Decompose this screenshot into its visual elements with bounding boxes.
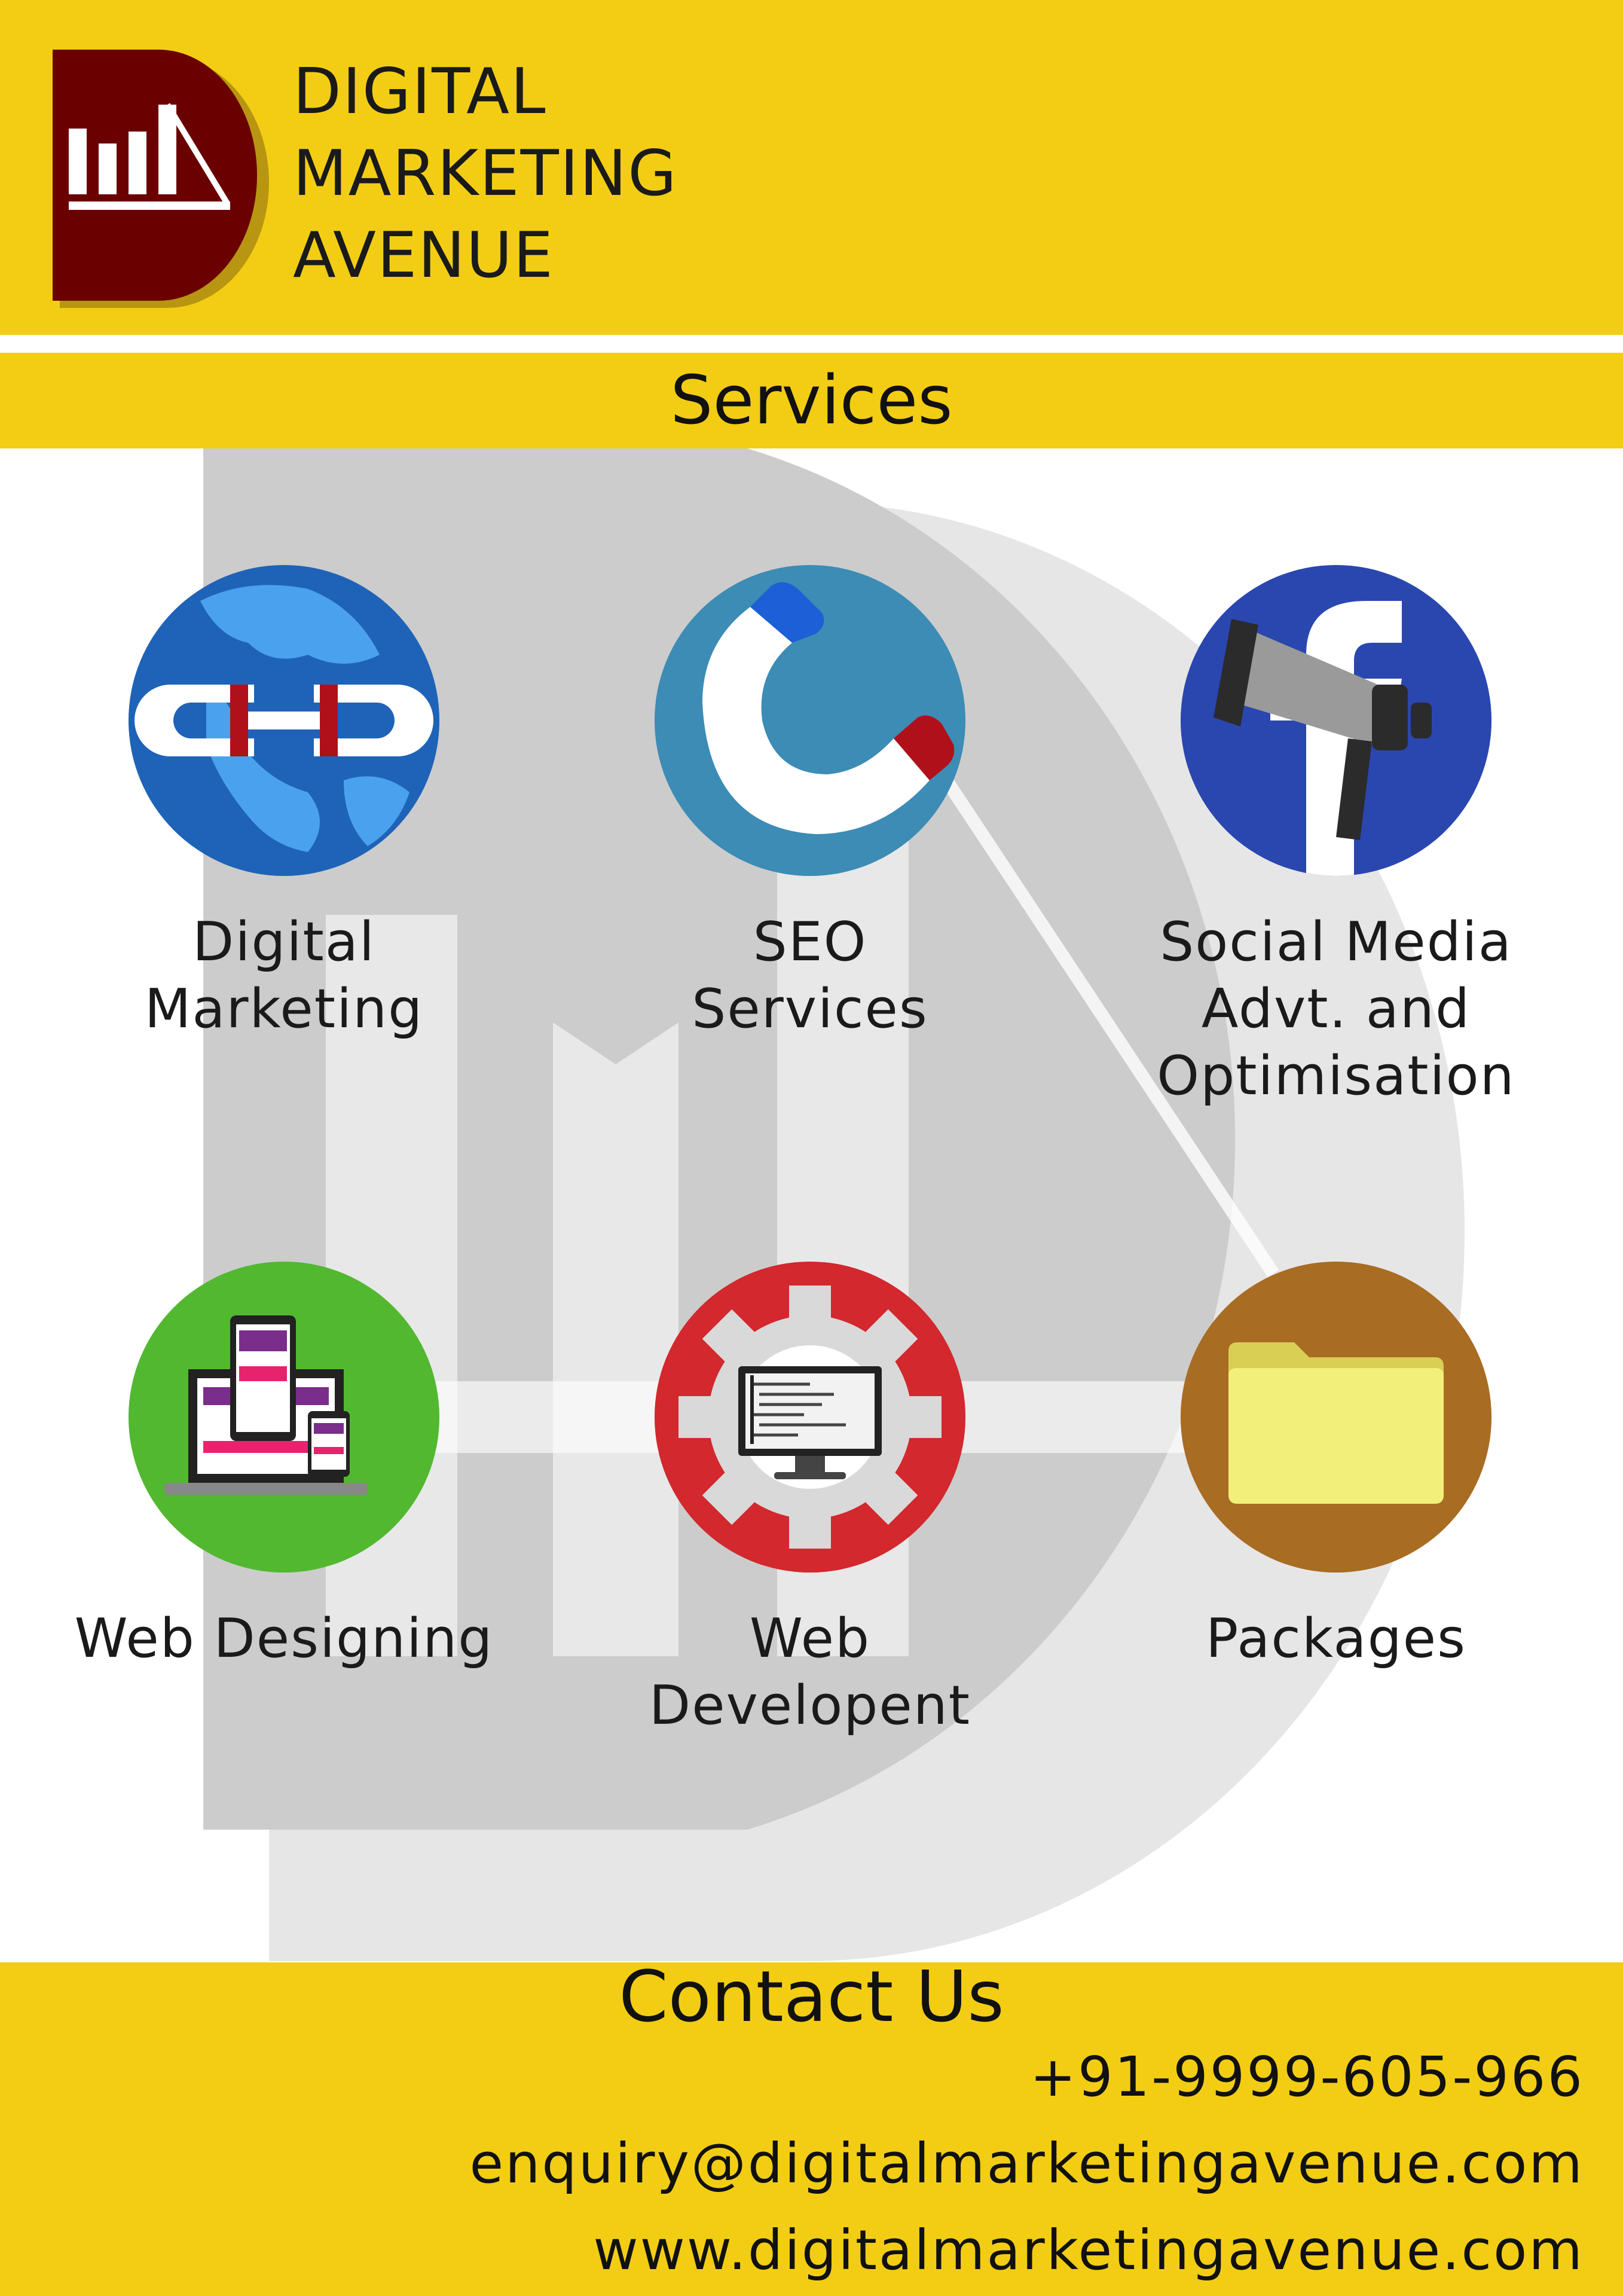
header-banner: DIGITAL MARKETING AVENUE xyxy=(0,0,1623,335)
service-label-line: Optimisation xyxy=(1157,1045,1515,1107)
service-label-line: Marketing xyxy=(144,978,424,1040)
service-label: SEO Services xyxy=(583,909,1037,1043)
contact-title: Contact Us xyxy=(619,1955,1004,2038)
service-label: Social Media Advt. and Optimisation xyxy=(1109,909,1563,1110)
service-label-line: Developent xyxy=(649,1674,971,1737)
service-label: Digital Marketing xyxy=(57,909,511,1043)
magnet-icon xyxy=(655,565,965,876)
services-heading: Services xyxy=(670,362,953,439)
service-seo[interactable]: SEO Services xyxy=(583,565,1037,1043)
service-packages[interactable]: Packages xyxy=(1109,1262,1563,1672)
logo-icon xyxy=(53,50,269,308)
brand-line-1: DIGITAL xyxy=(293,55,547,128)
contact-phone[interactable]: +91-9999-605-966 xyxy=(1029,2045,1584,2109)
service-label-line: Packages xyxy=(1206,1607,1466,1670)
brand-name: DIGITAL MARKETING AVENUE xyxy=(293,51,678,297)
service-label-line: SEO xyxy=(753,911,867,973)
service-label-line: Social Media xyxy=(1160,911,1512,973)
service-digital-marketing[interactable]: Digital Marketing xyxy=(57,565,511,1043)
services-heading-bar: Services xyxy=(0,353,1623,448)
megaphone-facebook-icon xyxy=(1181,565,1491,876)
service-label-line: Web xyxy=(749,1607,871,1670)
globe-link-icon xyxy=(129,565,439,876)
service-label: Web Developent xyxy=(583,1605,1037,1739)
contact-footer xyxy=(0,1962,1623,2296)
service-web-development[interactable]: Web Developent xyxy=(583,1262,1037,1739)
service-label-line: Web Designing xyxy=(74,1607,494,1670)
service-social-media[interactable]: Social Media Advt. and Optimisation xyxy=(1109,565,1563,1110)
brand-line-2: MARKETING xyxy=(293,137,678,210)
responsive-devices-icon xyxy=(129,1262,439,1573)
brand-line-3: AVENUE xyxy=(293,219,555,292)
service-label: Web Designing xyxy=(57,1605,511,1672)
folder-icon xyxy=(1181,1262,1491,1573)
gear-monitor-icon xyxy=(655,1262,965,1573)
contact-website[interactable]: www.digitalmarketingavenue.com xyxy=(593,2218,1584,2282)
service-label-line: Advt. and xyxy=(1201,978,1471,1040)
service-label: Packages xyxy=(1109,1605,1563,1672)
service-label-line: Services xyxy=(692,978,928,1040)
service-label-line: Digital xyxy=(192,911,375,973)
service-web-designing[interactable]: Web Designing xyxy=(57,1262,511,1672)
contact-email[interactable]: enquiry@digitalmarketingavenue.com xyxy=(469,2132,1584,2196)
